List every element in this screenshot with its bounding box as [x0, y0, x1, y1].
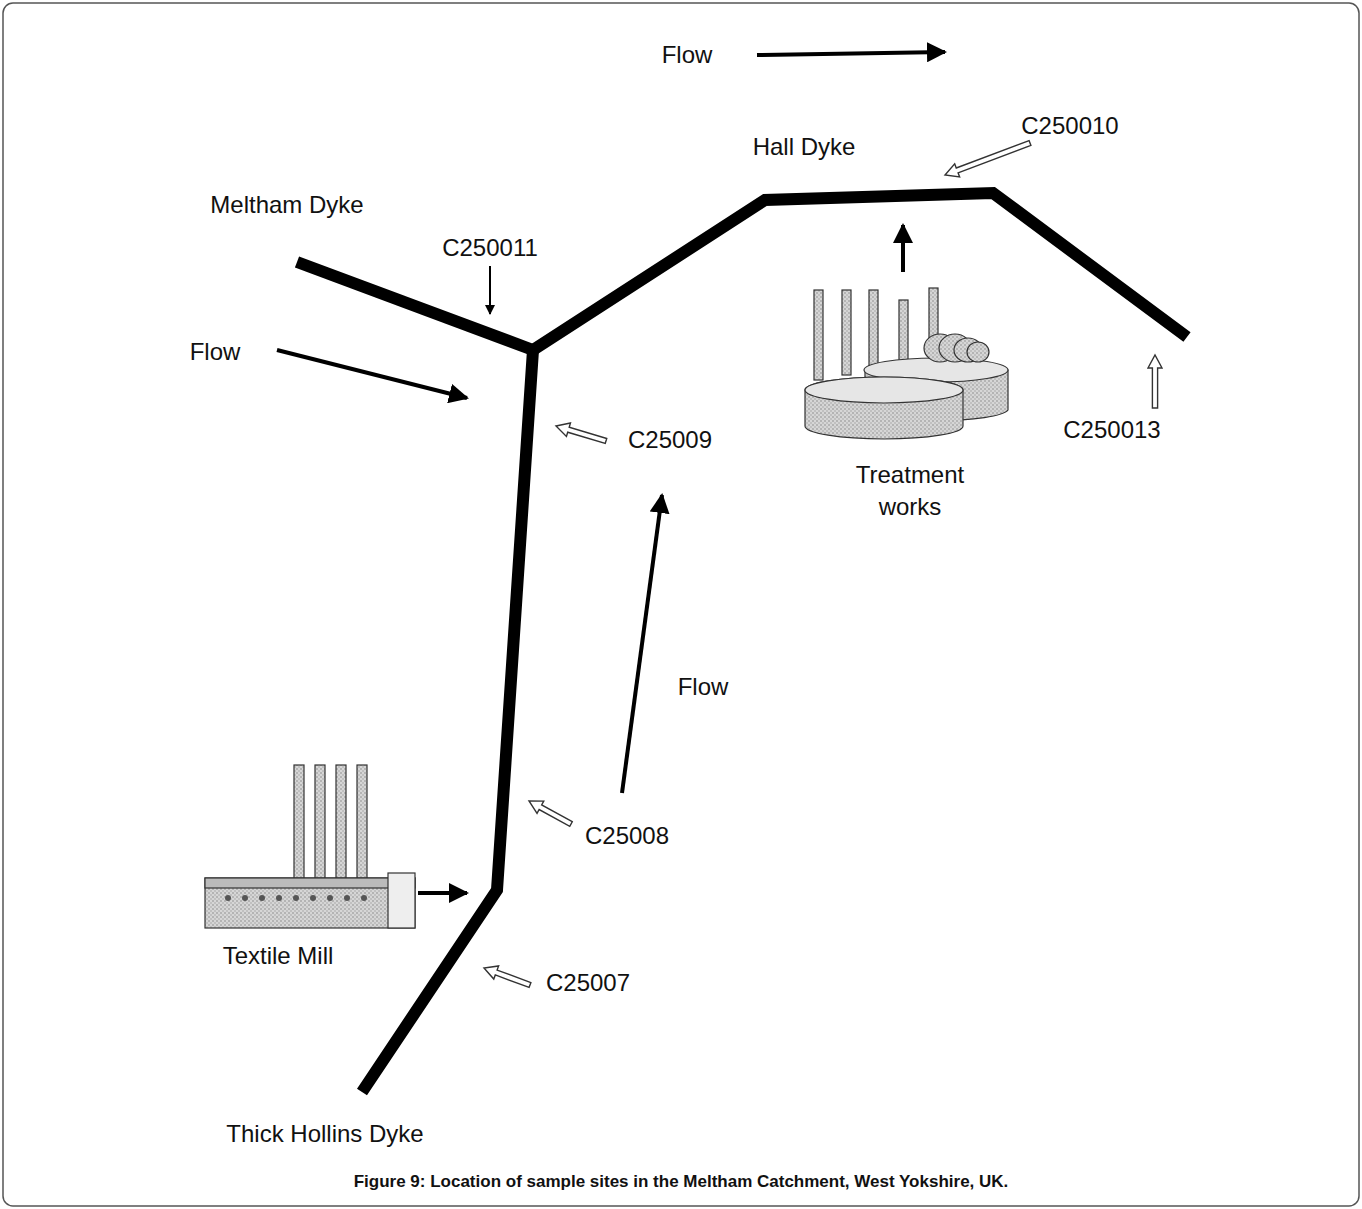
flow-label: Flow: [190, 337, 241, 367]
works-label: Treatment works: [845, 459, 975, 523]
site-pointer: [529, 801, 572, 826]
stream-name: Thick Hollins Dyke: [226, 1119, 423, 1149]
hall-dyke-stream: [533, 193, 1187, 350]
site-code: C25008: [585, 821, 669, 851]
discharge-arrow: [901, 225, 905, 272]
thick-hollins-dyke-stream: [362, 350, 533, 1092]
mill-label: Textile Mill: [223, 941, 334, 971]
site-code: C25009: [628, 425, 712, 455]
figure-border: [3, 3, 1359, 1206]
figure-caption: Figure 9: Location of sample sites in th…: [354, 1172, 1009, 1192]
flow-arrow: [277, 350, 467, 398]
site-pointer: [489, 266, 491, 314]
flow-label: Flow: [662, 40, 713, 70]
site-code: C25007: [546, 968, 630, 998]
site-pointers: [484, 141, 1162, 988]
site-code: C250011: [442, 233, 538, 263]
site-code: C250010: [1021, 111, 1118, 141]
site-pointer: [945, 141, 1031, 177]
site-pointer: [556, 423, 607, 443]
flow-arrow: [757, 52, 945, 55]
stream-name: Hall Dyke: [753, 132, 856, 162]
streams: [297, 193, 1187, 1092]
flow-label: Flow: [678, 672, 729, 702]
flow-arrows: [277, 52, 945, 893]
site-pointer: [484, 966, 531, 987]
site-code: C250013: [1063, 415, 1160, 445]
textile-mill-icon: [205, 765, 415, 928]
flow-arrow: [622, 495, 662, 793]
stream-name: Meltham Dyke: [210, 190, 363, 220]
site-pointer: [1148, 355, 1162, 408]
discharge-arrow: [418, 891, 467, 895]
meltham-dyke-stream: [297, 262, 533, 350]
treatment-works-icon: [805, 288, 1008, 439]
